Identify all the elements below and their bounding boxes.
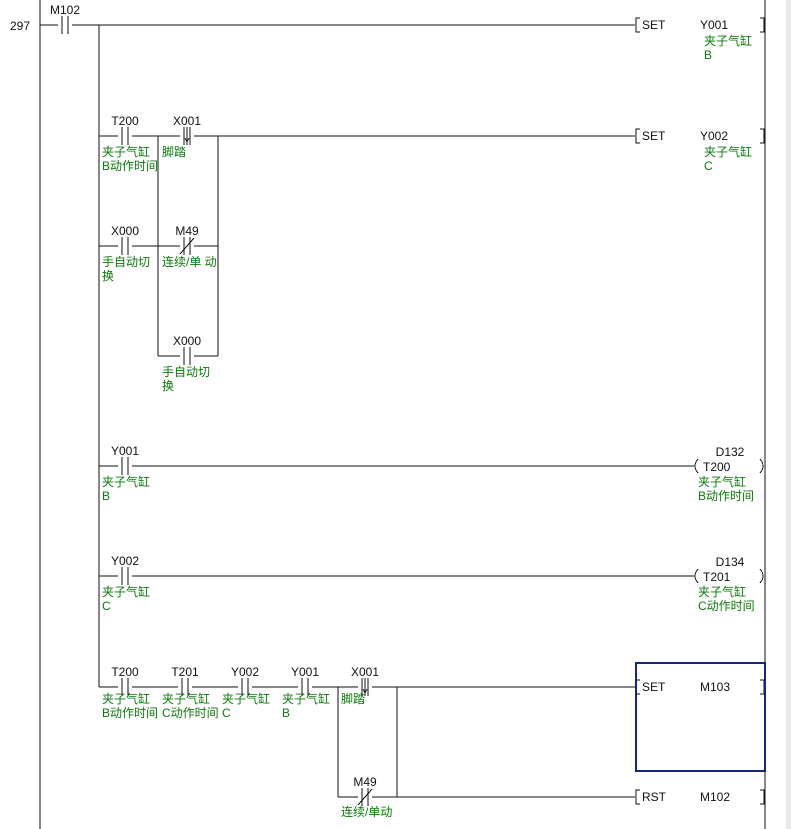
coil-operand: M103 xyxy=(700,680,730,694)
edge-arrow xyxy=(184,137,190,144)
coil-bracket-left xyxy=(635,128,640,144)
contact-address: T200 xyxy=(111,665,139,679)
device-comment: 夹子气缸 xyxy=(102,691,150,706)
contact-address: T201 xyxy=(171,665,199,679)
nc-slash xyxy=(357,788,373,806)
device-comment: 手自动切 xyxy=(102,255,150,269)
device-comment: B动作时间 xyxy=(698,489,754,503)
coil-instruction: SET xyxy=(642,18,666,32)
contact-NO[interactable]: Y002 xyxy=(111,554,139,585)
device-comment: 脚踏 xyxy=(162,144,186,159)
device-comment: 连续/单 动 xyxy=(162,254,217,269)
contact-NO[interactable]: T200 xyxy=(111,114,139,145)
coil-instruction: SET xyxy=(642,129,666,143)
contact-address: Y002 xyxy=(231,665,259,679)
device-comment: 脚踏 xyxy=(341,691,365,706)
device-comment: C动作时间 xyxy=(698,599,755,613)
contact-NO[interactable]: T200 xyxy=(111,665,139,696)
contact-address: X000 xyxy=(111,224,139,238)
contact-address: X000 xyxy=(173,334,201,348)
device-comment: 连续/单动 xyxy=(341,804,392,819)
device-comment: 换 xyxy=(102,269,114,283)
timer-operand: T200 xyxy=(703,460,731,474)
device-comment: 夹子气缸 xyxy=(704,144,752,159)
coil-bracket-right xyxy=(760,679,765,695)
coil-paren-left xyxy=(694,568,699,584)
device-comment: 夹子气缸 xyxy=(282,691,330,706)
coil-bracket-right xyxy=(760,128,765,144)
contact-address: Y001 xyxy=(111,444,139,458)
contact-NO[interactable]: Y002 xyxy=(231,665,259,696)
step-number: 297 xyxy=(10,19,30,33)
device-comment: 夹子气缸 xyxy=(102,584,150,599)
coil-bracket-left xyxy=(635,789,640,805)
contact-NO[interactable]: X000 xyxy=(111,224,139,255)
coil-operand: Y002 xyxy=(700,129,728,143)
contact-address: Y002 xyxy=(111,554,139,568)
device-comment: 夹子气缸 xyxy=(102,474,150,489)
timer-setpoint: D134 xyxy=(716,555,745,569)
coil-bracket-right xyxy=(760,789,765,805)
coil-bracket-right xyxy=(760,17,765,33)
coil-instruction: SET xyxy=(642,680,666,694)
coil-paren-right xyxy=(759,458,764,474)
device-comment: C xyxy=(222,706,231,720)
contact-NO[interactable]: T201 xyxy=(171,665,199,696)
contact-address: T200 xyxy=(111,114,139,128)
device-comment: C动作时间 xyxy=(162,706,219,720)
coil-operand: M102 xyxy=(700,790,730,804)
contact-address: M49 xyxy=(175,224,199,238)
contact-NO[interactable]: M102 xyxy=(50,3,80,34)
device-comment: B xyxy=(704,48,712,62)
timer-setpoint: D132 xyxy=(716,445,745,459)
coil-paren-left xyxy=(694,458,699,474)
device-comment: 夹子气缸 xyxy=(102,144,150,159)
device-comment: 夹子气缸 xyxy=(222,691,270,706)
device-comment: B xyxy=(102,489,110,503)
device-comment: C xyxy=(102,599,111,613)
selection-cursor[interactable] xyxy=(635,662,766,772)
vertical-scrollbar[interactable] xyxy=(786,0,791,829)
edge-arrow xyxy=(362,688,368,695)
timer-operand: T201 xyxy=(703,570,731,584)
contact-NO[interactable]: Y001 xyxy=(291,665,319,696)
contact-NO[interactable]: X000 xyxy=(173,334,201,365)
device-comment: B动作时间 xyxy=(102,706,158,720)
contact-address: X001 xyxy=(173,114,201,128)
coil-bracket-left xyxy=(635,17,640,33)
contact-NO[interactable]: Y001 xyxy=(111,444,139,475)
contact-address: X001 xyxy=(351,665,379,679)
device-comment: 夹子气缸 xyxy=(162,691,210,706)
contact-NC[interactable]: M49 xyxy=(175,224,199,255)
device-comment: C xyxy=(704,159,713,173)
coil-paren-right xyxy=(759,568,764,584)
device-comment: 夹子气缸 xyxy=(704,33,752,48)
contact-address: M102 xyxy=(50,3,80,17)
contact-NC[interactable]: M49 xyxy=(353,775,377,806)
coil-instruction: RST xyxy=(642,790,667,804)
device-comment: B xyxy=(282,706,290,720)
device-comment: 夹子气缸 xyxy=(698,474,746,489)
contact-address: M49 xyxy=(353,775,377,789)
nc-slash xyxy=(179,237,195,255)
device-comment: B动作时间 xyxy=(102,159,158,173)
device-comment: 换 xyxy=(162,379,174,393)
device-comment: 夹子气缸 xyxy=(698,584,746,599)
coil-operand: Y001 xyxy=(700,18,728,32)
device-comment: 手自动切 xyxy=(162,365,210,379)
contact-falling-edge[interactable]: X001 xyxy=(351,665,379,696)
contact-falling-edge[interactable]: X001 xyxy=(173,114,201,145)
contact-address: Y001 xyxy=(291,665,319,679)
